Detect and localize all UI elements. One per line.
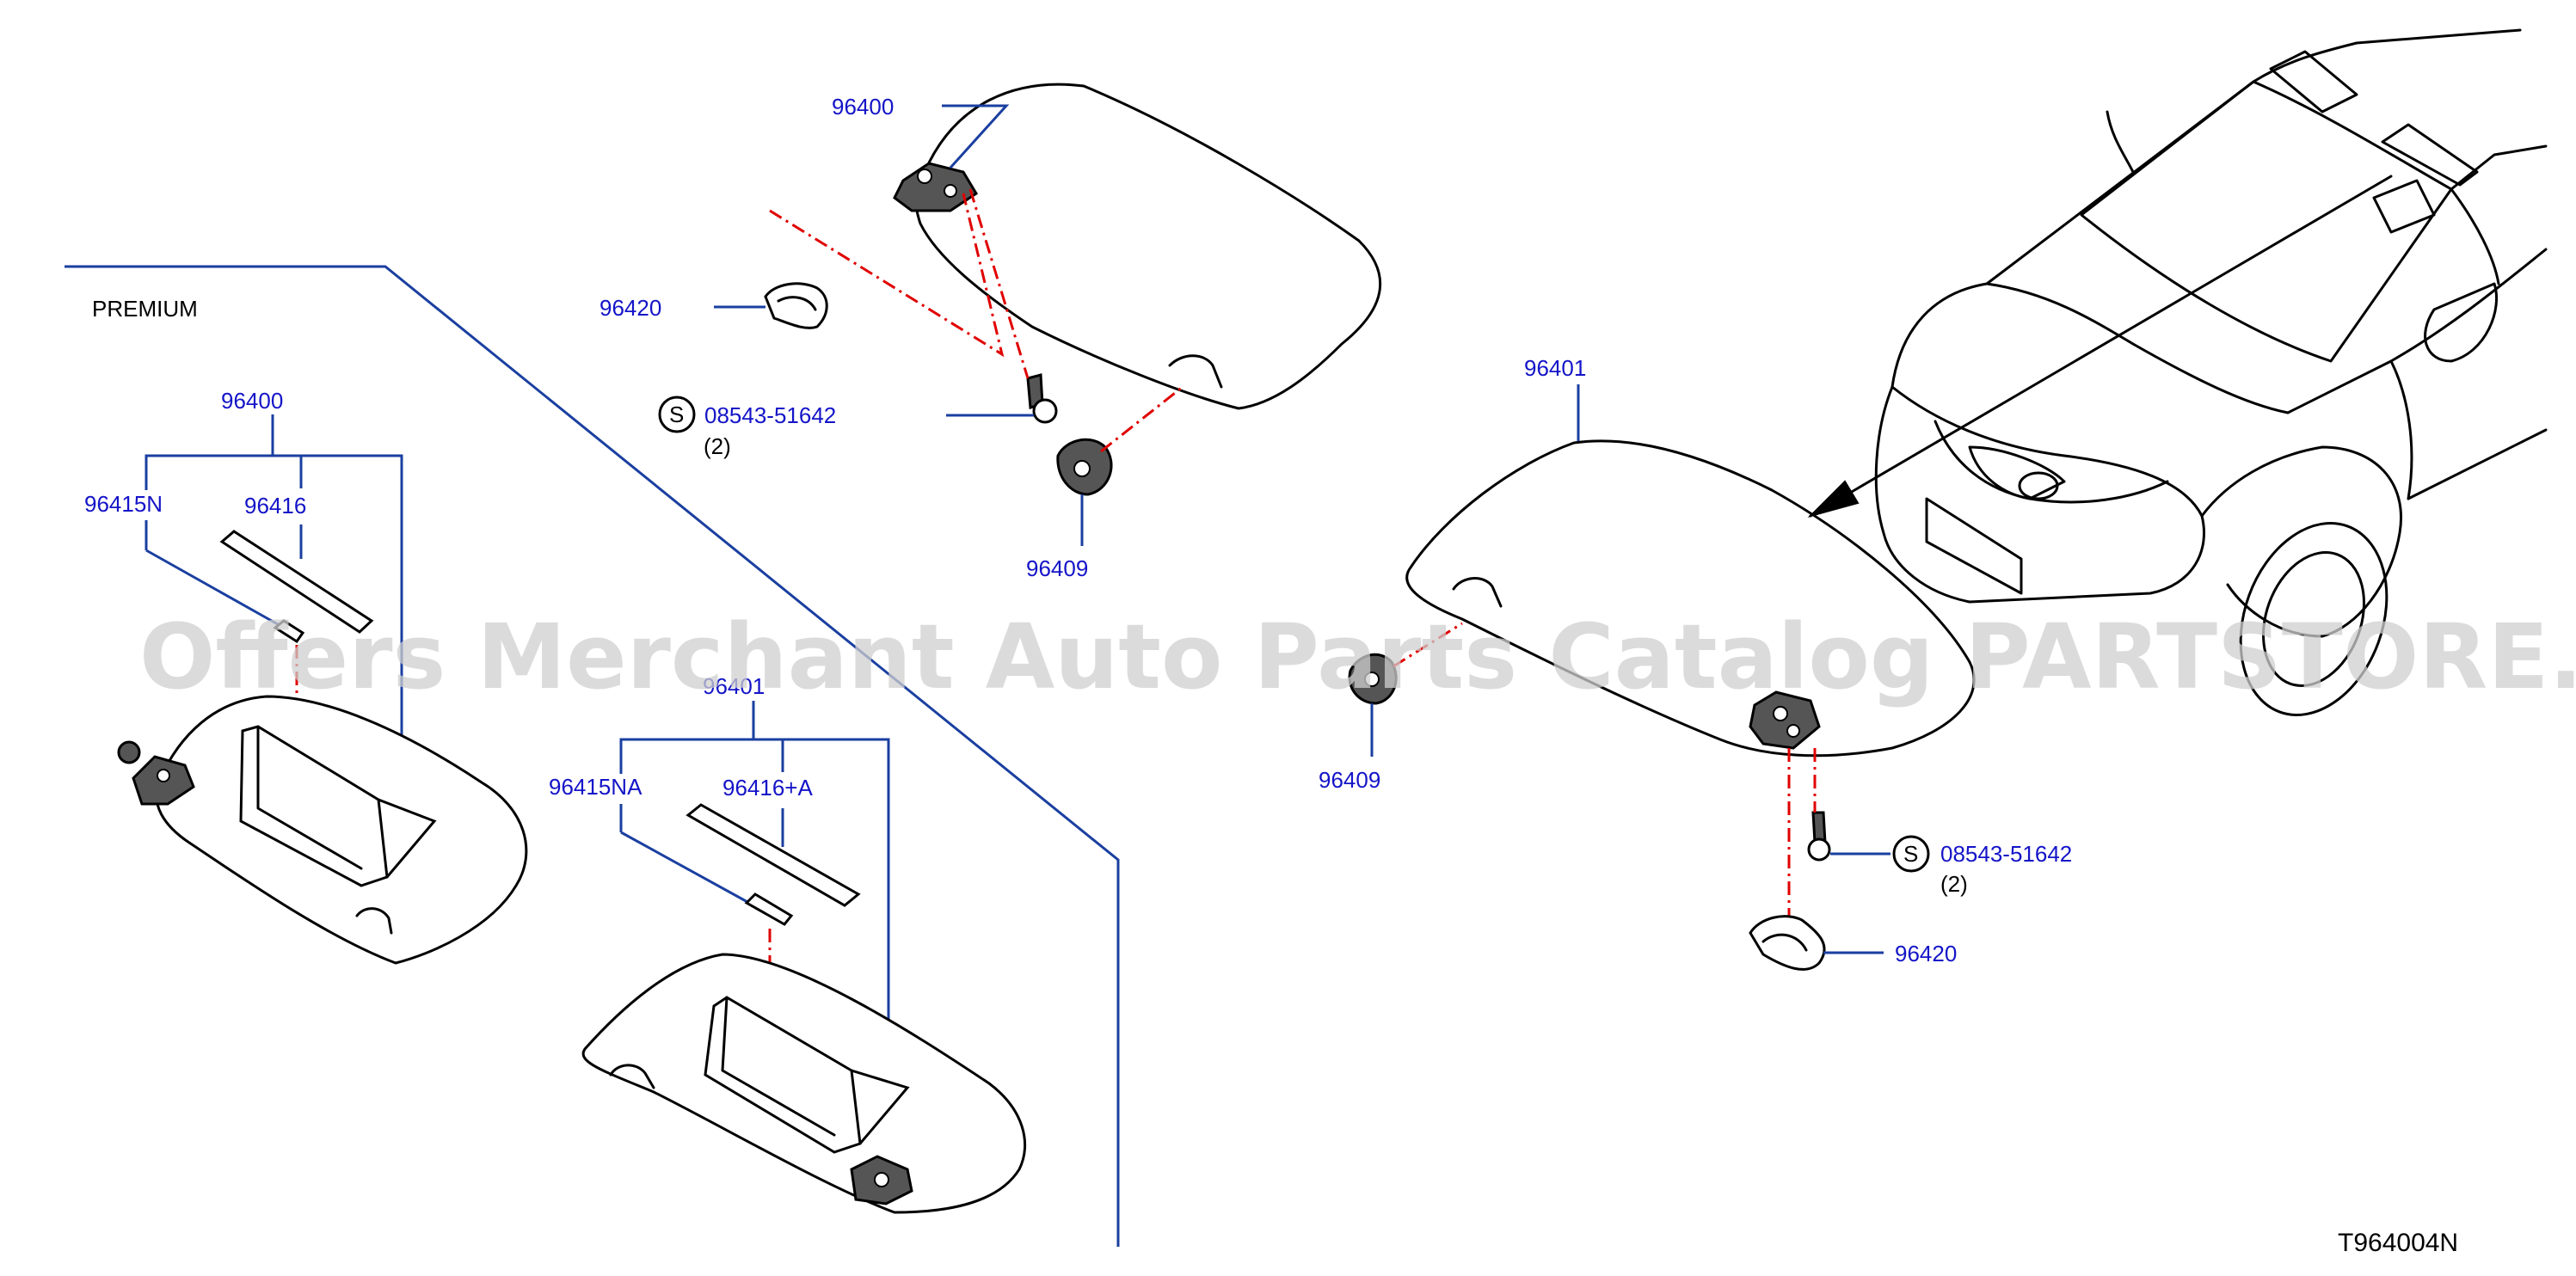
- right-screw-symbol: S: [1903, 841, 1918, 867]
- right-holder-label: 96409: [1319, 767, 1380, 793]
- top-sun-visor[interactable]: [914, 83, 1382, 410]
- mid-lens-label: 96416+A: [722, 775, 813, 801]
- top-screw-symbol-circle: [658, 396, 696, 433]
- watermark-text: Offers Merchant Auto Parts Catalog PARTS…: [139, 604, 2576, 709]
- right-visor-label: 96401: [1524, 355, 1586, 381]
- left-visor-bracket-right: [273, 454, 403, 765]
- mid-visor-label: 96401: [703, 673, 765, 699]
- mid-lens-part[interactable]: [685, 803, 861, 907]
- right-screw-qty: (2): [1940, 871, 1968, 897]
- top-screw-symbol: S: [669, 402, 684, 427]
- top-centerline-a: [769, 193, 1005, 358]
- left-visor-label: 96400: [221, 388, 283, 414]
- top-centerline-b: [968, 188, 1030, 379]
- top-visor-hinge: [893, 162, 979, 212]
- right-holder-part[interactable]: [1348, 653, 1398, 705]
- top-visor-leader: [942, 104, 1010, 169]
- top-cover-part[interactable]: [764, 282, 828, 329]
- top-screw-qty: (2): [704, 433, 731, 459]
- right-screw-part[interactable]: [1807, 811, 1831, 862]
- car-pointer-arrow: [1809, 175, 2393, 518]
- left-visor-hinge: [117, 740, 195, 806]
- car-illustration: [1874, 28, 2548, 716]
- top-screw-part[interactable]: [1026, 373, 1058, 424]
- mid-lamp-label: 96415NA: [549, 774, 642, 800]
- top-holder-part[interactable]: [1056, 438, 1113, 496]
- mid-lamp-leader-diag: [620, 831, 758, 909]
- left-lamp-part[interactable]: [273, 619, 305, 644]
- premium-label: PREMIUM: [92, 296, 198, 322]
- mid-visor-hinge: [850, 1155, 913, 1205]
- right-visor-hinge: [1749, 690, 1821, 750]
- top-holder-label: 96409: [1026, 555, 1088, 581]
- right-holder-centerline: [1393, 622, 1463, 668]
- mid-visor-bracket: [619, 701, 755, 774]
- left-sun-visor[interactable]: [155, 695, 528, 965]
- top-screw-label: 08543-51642: [704, 402, 836, 428]
- diagram-code: T964004N: [2338, 1229, 2458, 1257]
- right-cover-label: 96420: [1895, 941, 1957, 966]
- top-cover-label: 96420: [599, 295, 661, 321]
- top-centerline-c: [1100, 385, 1183, 453]
- right-screw-symbol-circle: [1892, 835, 1930, 873]
- top-visor-label: 96400: [832, 94, 894, 120]
- right-cover-part[interactable]: [1749, 915, 1826, 971]
- left-lens-part[interactable]: [219, 530, 374, 634]
- left-lamp-label: 96415N: [84, 491, 163, 517]
- left-visor-bracket: [144, 414, 274, 490]
- right-screw-label: 08543-51642: [1940, 841, 2072, 867]
- left-lamp-leader-diag: [145, 549, 285, 629]
- mid-lamp-part[interactable]: [744, 893, 794, 926]
- mid-sun-visor[interactable]: [581, 953, 1026, 1214]
- premium-boundary: [65, 265, 1120, 1247]
- left-lens-label: 96416: [244, 493, 306, 518]
- right-sun-visor[interactable]: [1405, 439, 1976, 758]
- car-pointer-arrowhead: [1807, 480, 1860, 518]
- mid-visor-bracket-right: [753, 738, 890, 1049]
